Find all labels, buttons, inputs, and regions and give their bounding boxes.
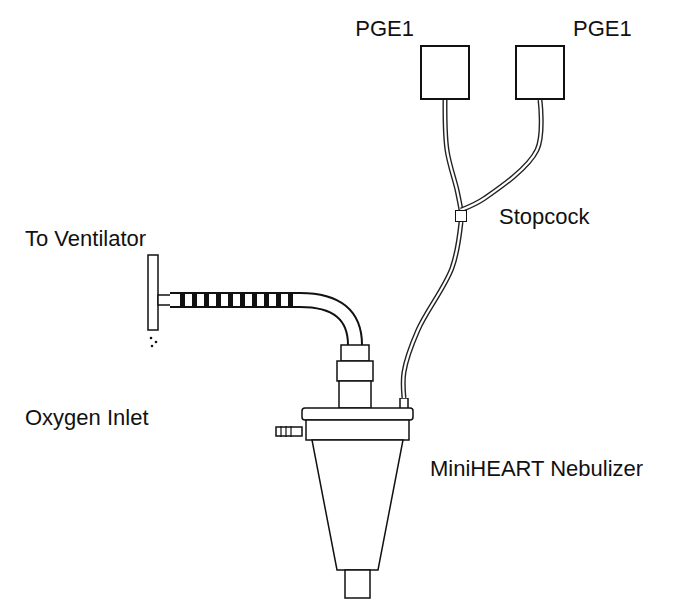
connector-ring (339, 381, 371, 408)
node-label: MiniHEART Nebulizer (430, 456, 643, 481)
tube-wall (403, 222, 461, 398)
nozzle-ribs (281, 426, 291, 437)
port-label: Oxygen Inlet (25, 405, 149, 430)
nebulizer-outline (300, 398, 415, 600)
corrugated-tube (170, 300, 355, 345)
tube-lumen (445, 100, 461, 210)
oxygen-nozzle (276, 427, 302, 436)
drip-dot (155, 341, 158, 344)
tube-lumen (461, 100, 541, 210)
tubing (403, 222, 461, 398)
connector-ring (337, 361, 373, 381)
node-label: PGE1 (573, 16, 632, 41)
t-piece-stub (158, 295, 172, 305)
connector-ring (341, 345, 369, 361)
drug-syringe-box: PGE1 (420, 45, 470, 100)
nebulizer-body: MiniHEART Nebulizer (300, 398, 415, 600)
stopcock-square: Stopcock (455, 210, 467, 222)
tubing (461, 100, 541, 210)
drug-syringe-box: PGE1 (515, 45, 565, 100)
tube-wall (445, 100, 461, 210)
t-piece (148, 255, 158, 330)
tube-lumen (403, 222, 461, 398)
tubing (445, 100, 461, 210)
tube-ribs (180, 292, 293, 308)
drip-dot (151, 345, 154, 348)
tube-wall (461, 100, 541, 210)
corrugated-tube-inner (170, 300, 355, 345)
node-label: PGE1 (355, 16, 414, 41)
port-label: To Ventilator (25, 226, 146, 251)
drip-dot (150, 337, 153, 340)
node-label: Stopcock (499, 204, 590, 229)
